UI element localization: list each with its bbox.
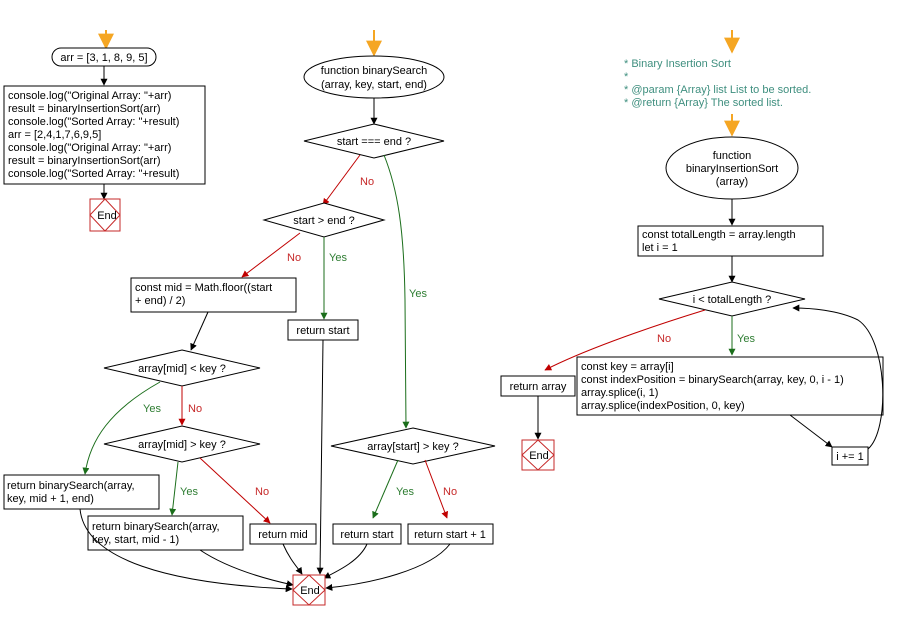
- bs-return-start-text-2: return start: [340, 529, 393, 541]
- is-body-text: array.splice(indexPosition, 0, key): [581, 400, 745, 412]
- main-statement: console.log("Sorted Array: "+result): [8, 168, 179, 180]
- bs-arrow: [323, 543, 368, 579]
- bs-yes-edge-3: [82, 381, 161, 475]
- bs-arrow: [199, 549, 294, 588]
- is-end-node: End: [521, 439, 555, 471]
- is-comment-line: * @return {Array} The sorted list.: [624, 97, 783, 109]
- is-no-label: No: [657, 333, 671, 345]
- is-loop-arrow: [792, 304, 884, 450]
- is-body-text: const indexPosition = binarySearch(array…: [581, 374, 844, 386]
- main-end-node: End: [89, 198, 121, 232]
- bs-start-text: function binarySearch: [321, 65, 427, 77]
- is-comment-line: *: [624, 71, 629, 83]
- bs-yes-label-3: Yes: [143, 403, 161, 415]
- bs-return-mid-text: return mid: [258, 529, 308, 541]
- bs-cond-start-key: [330, 427, 496, 465]
- bs-no-label-5: No: [443, 486, 457, 498]
- main-init-text: arr = [3, 1, 8, 9, 5]: [60, 52, 147, 64]
- bs-return-left-text: key, start, mid - 1): [92, 534, 179, 546]
- bs-yes-label-5: Yes: [396, 486, 414, 498]
- bs-cond-start-key-text: array[start] > key ?: [367, 441, 458, 453]
- bs-return-start-plus-box: [407, 523, 494, 545]
- bs-mid-text: const mid = Math.floor((start: [135, 282, 272, 294]
- bs-arrow: [79, 508, 293, 593]
- main-flow: arr = [3, 1, 8, 9, 5] console.log("Origi…: [3, 30, 206, 232]
- is-body-text: array.splice(i, 1): [581, 387, 658, 399]
- bs-return-right-text: return binarySearch(array,: [7, 480, 135, 492]
- bs-cond-mid-greater-text: array[mid] > key ?: [138, 439, 226, 451]
- main-statement: result = binaryInsertionSort(arr): [8, 155, 161, 167]
- main-statements-box: [3, 85, 206, 185]
- bs-mid-text: + end) / 2): [135, 295, 185, 307]
- is-yes-label: Yes: [737, 333, 755, 345]
- is-start-text: (array): [716, 176, 748, 188]
- bs-no-edge-2: [241, 232, 301, 278]
- bs-yes-edge-1: [383, 154, 410, 429]
- bs-return-start-plus-text: return start + 1: [414, 529, 486, 541]
- main-statement: arr = [2,4,1,7,6,9,5]: [8, 129, 101, 141]
- bs-yes-label-4: Yes: [180, 486, 198, 498]
- main-statement: console.log("Sorted Array: "+result): [8, 116, 179, 128]
- main-statement: result = binaryInsertionSort(arr): [8, 103, 161, 115]
- bs-cond-mid-less-text: array[mid] < key ?: [138, 363, 226, 375]
- bs-arrow: [316, 339, 324, 575]
- bs-return-left-text: return binarySearch(array,: [92, 521, 220, 533]
- binary-search-flow: function binarySearch (array, key, start…: [3, 30, 496, 606]
- bs-return-start-text-1: return start: [296, 325, 349, 337]
- is-start-text: function: [713, 150, 752, 162]
- is-start-text: binaryInsertionSort: [686, 163, 778, 175]
- bs-cond-equal: [303, 123, 445, 159]
- bs-return-right-box: [3, 474, 160, 510]
- svg-text:End: End: [97, 210, 117, 222]
- main-statement: console.log("Original Array: "+arr): [8, 90, 171, 102]
- bs-return-left-box: [87, 515, 244, 551]
- is-init-text: const totalLength = array.length: [642, 229, 796, 241]
- bs-no-label-4: No: [255, 486, 269, 498]
- is-comment-line: * Binary Insertion Sort: [624, 58, 731, 70]
- main-statement: console.log("Original Array: "+arr): [8, 142, 171, 154]
- bs-yes-edge-4: [169, 461, 179, 516]
- bs-no-label-2: No: [287, 252, 301, 264]
- is-cond-loop-text: i < totalLength ?: [693, 294, 772, 306]
- svg-text:End: End: [300, 585, 320, 597]
- is-body-text: const key = array[i]: [581, 361, 674, 373]
- is-increment-box: [831, 446, 869, 466]
- bs-arrow: [325, 543, 451, 591]
- is-comment-line: * @param {Array} list List to be sorted.: [624, 84, 811, 96]
- is-increment-text: i += 1: [836, 451, 864, 463]
- svg-text:End: End: [529, 450, 549, 462]
- bs-no-label-3: No: [188, 403, 202, 415]
- bs-no-edge-4: [199, 457, 271, 524]
- is-init-text: let i = 1: [642, 242, 678, 254]
- bs-yes-label-2: Yes: [329, 252, 347, 264]
- insertion-sort-flow: * Binary Insertion Sort * * @param {Arra…: [500, 30, 884, 471]
- bs-no-label-1: No: [360, 176, 374, 188]
- bs-cond-mid-greater: [103, 425, 261, 463]
- bs-no-edge-5: [424, 459, 449, 519]
- bs-cond-greater-text: start > end ?: [293, 215, 354, 227]
- is-init-box: [637, 225, 824, 257]
- bs-return-right-text: key, mid + 1, end): [7, 493, 94, 505]
- is-body-box: [576, 356, 884, 416]
- bs-yes-label-1: Yes: [409, 288, 427, 300]
- bs-end-node: End: [292, 574, 326, 606]
- is-no-edge: [544, 309, 706, 371]
- bs-start-node: [303, 55, 445, 99]
- is-arrow: [789, 414, 833, 448]
- bs-arrow: [190, 311, 209, 351]
- bs-arrow: [282, 543, 303, 575]
- bs-no-edge-1: [322, 154, 361, 206]
- bs-cond-equal-text: start === end ?: [337, 136, 411, 148]
- bs-mid-box: [130, 277, 297, 313]
- bs-yes-edge-5: [372, 459, 399, 519]
- bs-start-text: (array, key, start, end): [321, 79, 427, 91]
- is-return-array-text: return array: [510, 381, 567, 393]
